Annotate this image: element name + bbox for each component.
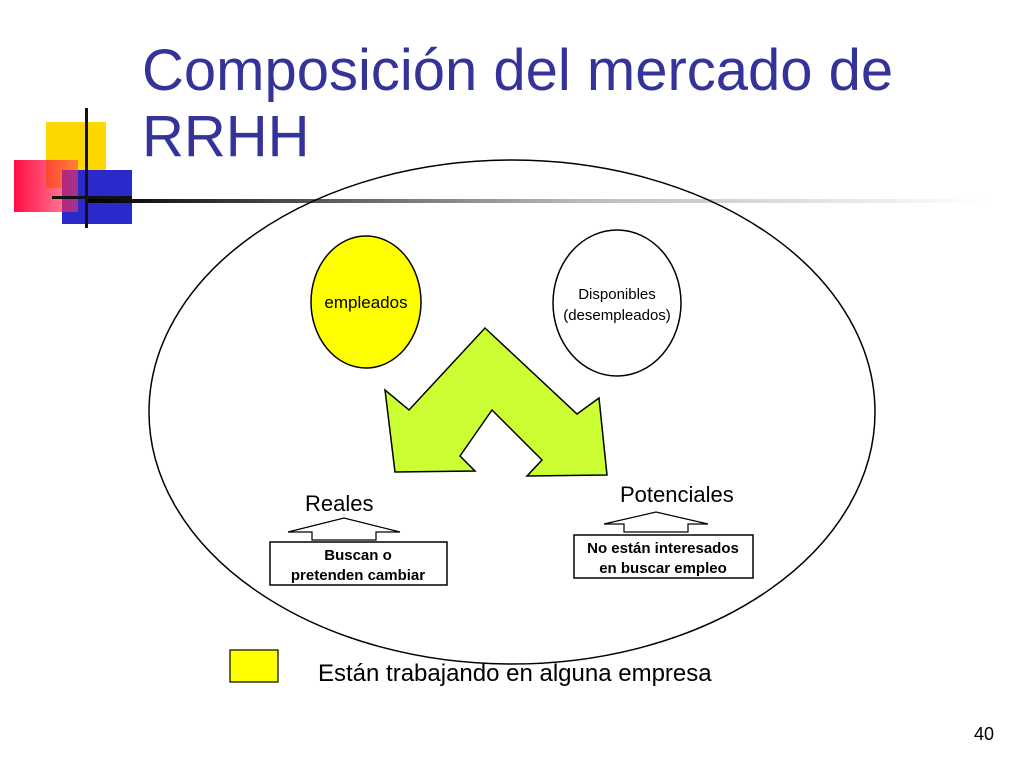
available-circle (552, 229, 682, 377)
real-description-box (269, 541, 448, 586)
real-box-line-1: Buscan o (324, 547, 392, 564)
decor-red-square (14, 160, 78, 212)
potential-label: Potenciales (620, 482, 734, 507)
potential-box-line-2: en buscar empleo (599, 560, 727, 577)
potential-up-arrow (603, 511, 709, 533)
title-underline (88, 199, 988, 203)
labor-market-ellipse (148, 159, 876, 665)
potential-description-box (573, 534, 754, 579)
available-label-line-2: (desempleados) (563, 307, 671, 324)
title-line-1: Composición del mercado de (142, 38, 894, 103)
page-number: 40 (973, 724, 994, 744)
slide-title: Composición del mercado de RRHH (142, 38, 1002, 170)
employed-label: empleados (324, 293, 407, 312)
available-label-line-1: Disponibles (578, 286, 656, 303)
real-box-line-2: pretenden cambiar (291, 567, 425, 584)
employed-circle (310, 235, 422, 369)
decor-vertical-line (85, 108, 88, 228)
legend-text: Están trabajando en alguna empresa (318, 660, 712, 687)
legend-swatch (229, 649, 279, 683)
split-arrow-shape (384, 326, 608, 477)
title-line-2: RRHH (142, 104, 310, 169)
real-label: Reales (305, 491, 373, 516)
decor-horizontal-line (52, 196, 132, 199)
potential-box-line-1: No están interesados (587, 540, 739, 557)
real-up-arrow (287, 517, 401, 541)
